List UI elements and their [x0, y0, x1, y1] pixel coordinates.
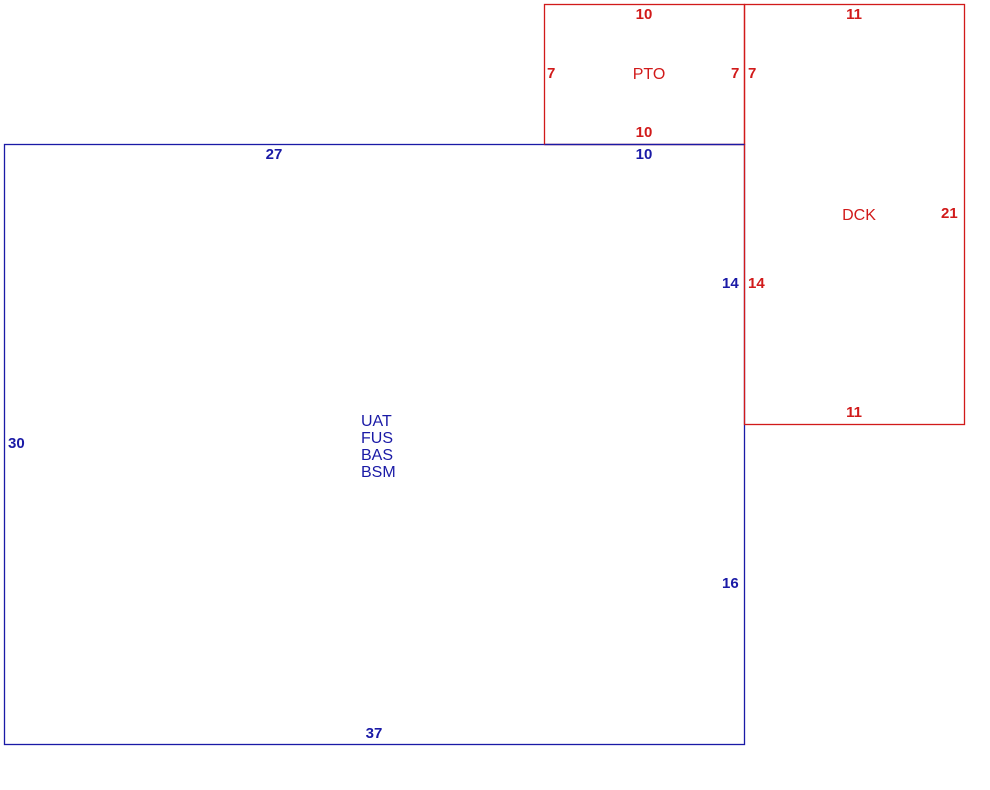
main-room-outline — [3, 143, 746, 746]
pto-dimension-top: 10 — [635, 6, 653, 23]
main-dimension-right-upper: 14 — [722, 275, 739, 292]
main-room-names: UAT FUS BAS BSM — [361, 413, 396, 481]
pto-dimension-bottom: 10 — [635, 124, 653, 141]
dck-dimension-left-upper: 7 — [748, 65, 757, 82]
pto-dimension-right: 7 — [731, 65, 740, 82]
dck-room-outline — [743, 3, 966, 426]
main-dimension-right-lower: 16 — [722, 575, 739, 592]
main-room-name-4: BSM — [361, 464, 396, 481]
main-dimension-top-left: 27 — [265, 146, 283, 163]
main-room-name-1: UAT — [361, 413, 392, 430]
main-dimension-bottom: 37 — [365, 725, 383, 742]
dck-dimension-top: 11 — [846, 6, 862, 23]
dck-dimension-left-lower: 14 — [748, 275, 765, 292]
main-room-name-2: FUS — [361, 430, 393, 447]
dck-dimension-right: 21 — [941, 205, 958, 222]
pto-dimension-left: 7 — [547, 65, 556, 82]
main-dimension-left: 30 — [8, 435, 25, 452]
main-dimension-top-right: 10 — [635, 146, 653, 163]
main-room-name-3: BAS — [361, 447, 394, 464]
dck-room-name: DCK — [842, 207, 876, 224]
dck-dimension-bottom: 11 — [846, 404, 862, 421]
pto-room-name: PTO — [632, 66, 666, 83]
